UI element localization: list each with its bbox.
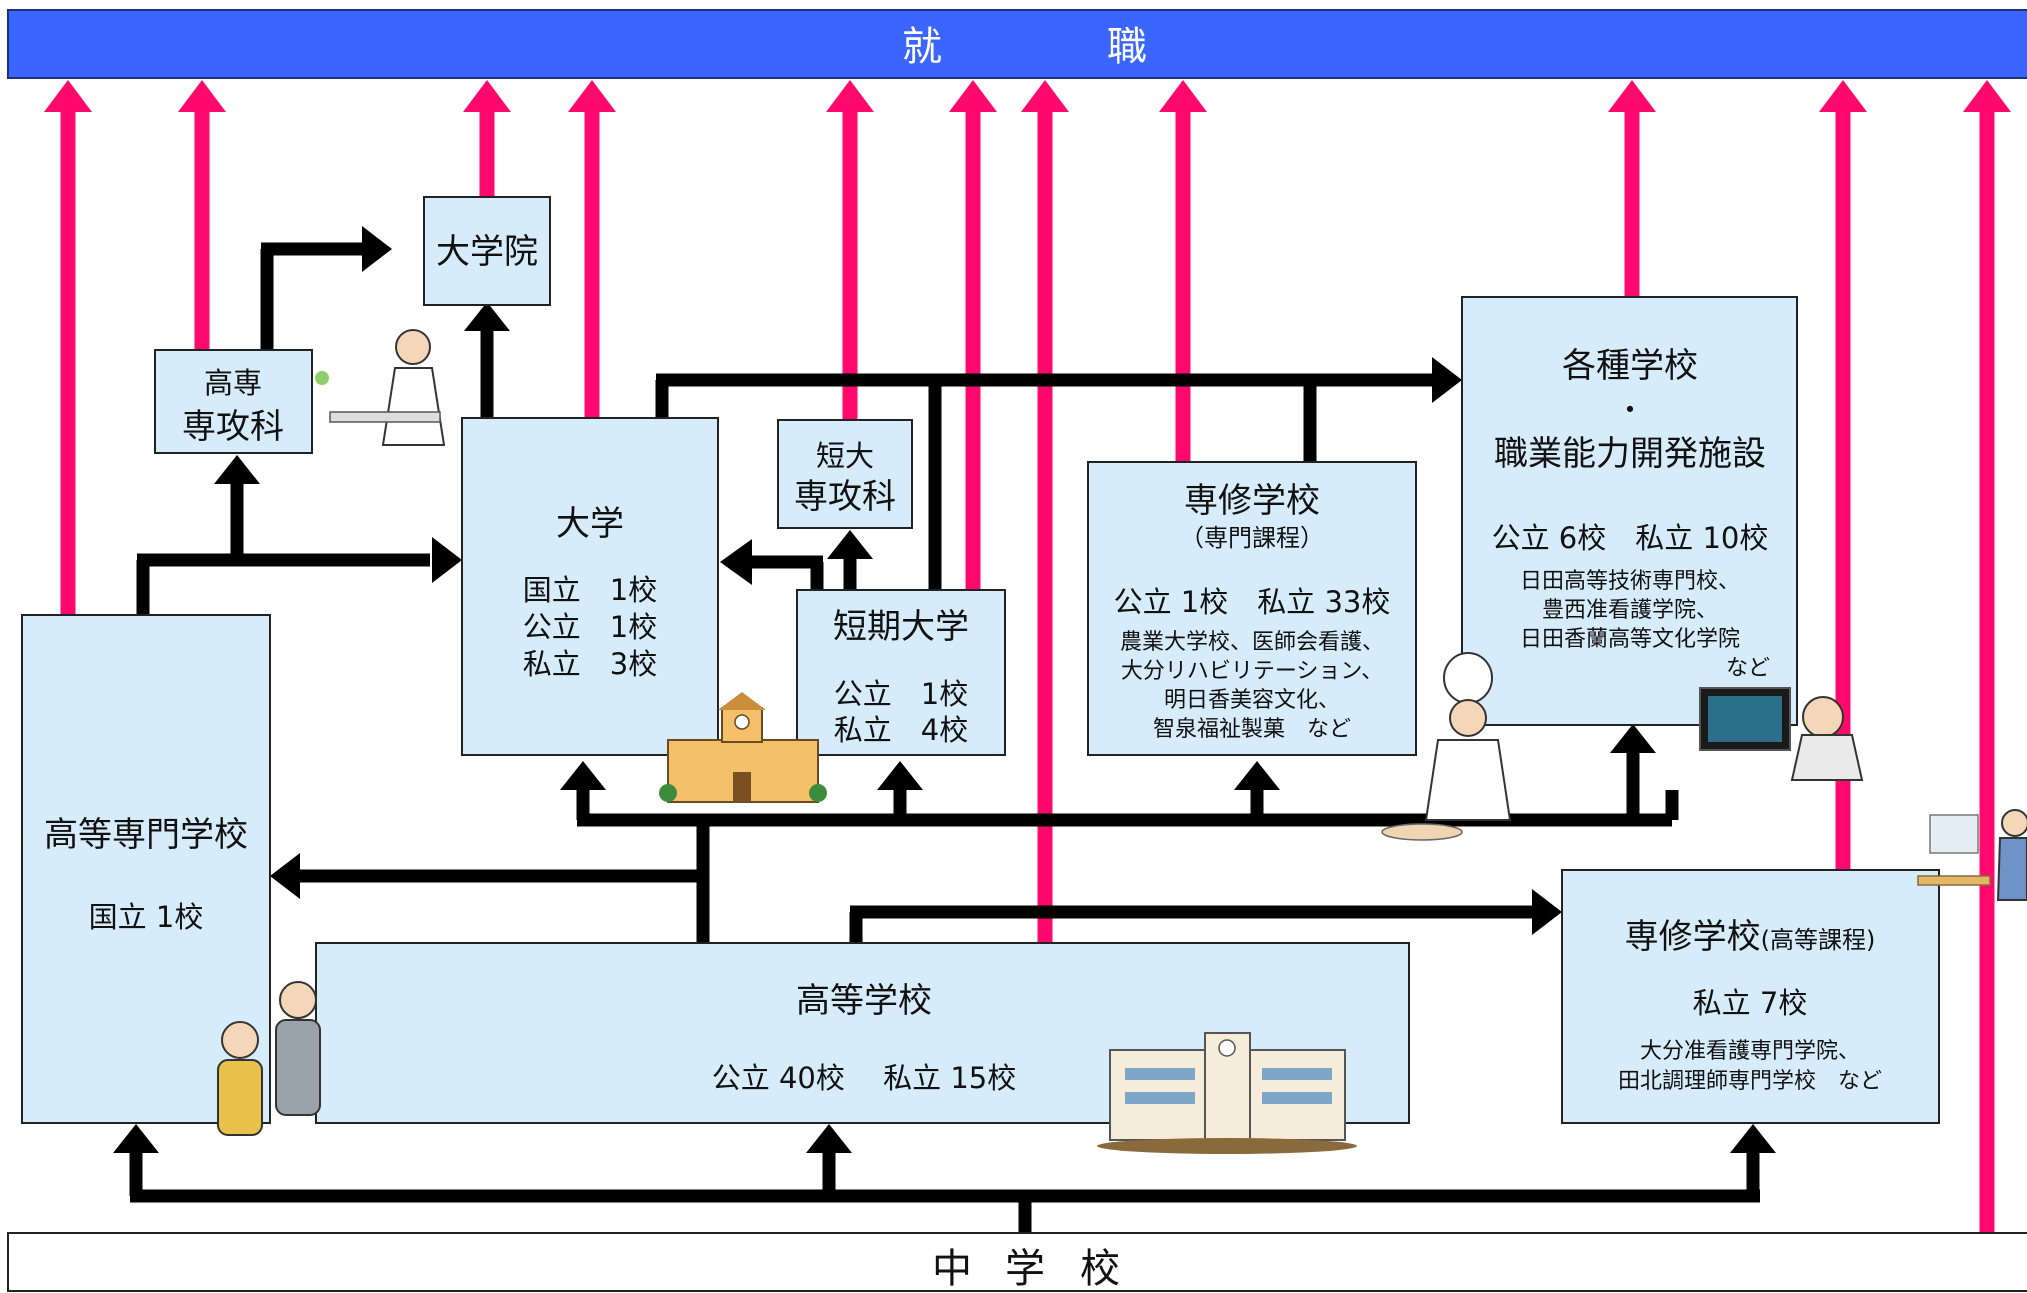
university-title: 大学 <box>556 504 624 544</box>
progression-arrow <box>850 889 1562 935</box>
progression-arrow <box>806 1124 852 1196</box>
specialized-training-college-example: 農業大学校、医師会看護、 <box>1120 630 1384 655</box>
employment-label-left: 就 <box>902 24 942 70</box>
miscellaneous-schools-example: など <box>1726 656 1770 681</box>
scientist-illustration <box>315 329 446 446</box>
junior-college-title: 短期大学 <box>833 607 969 647</box>
miscellaneous-schools-count: 公立 6校 私立 10校 <box>1492 521 1769 555</box>
graduate-school-title: 大学院 <box>436 232 538 272</box>
employment-arrow <box>949 80 997 590</box>
office-worker-illustration <box>1917 809 2027 901</box>
employment-label-right: 職 <box>1107 24 1147 70</box>
employment-arrow <box>178 80 226 350</box>
progression-arrow <box>1730 1124 1776 1196</box>
miscellaneous-schools-example: 日田香蘭高等文化学院 <box>1520 627 1740 652</box>
junior-high-char: 学 <box>1005 1246 1045 1292</box>
miscellaneous-schools-title2: 職業能力開発施設 <box>1494 434 1766 474</box>
junior-college-advanced-line1: 短大 <box>816 439 874 473</box>
kosen-advanced-line2: 専攻科 <box>182 407 284 447</box>
upper-secondary-course-example: 田北調理師専門学校 など <box>1618 1069 1882 1094</box>
employment-arrow <box>463 80 511 197</box>
employment-bar <box>7 9 2027 79</box>
specialized-training-college-subtitle: （専門課程） <box>1180 524 1324 552</box>
progression-arrow <box>1234 761 1280 820</box>
junior-college-advanced-line2: 専攻科 <box>794 477 896 517</box>
progression-arrow <box>113 1124 159 1196</box>
progression-arrow <box>464 302 510 418</box>
chef-illustration <box>1381 652 1512 841</box>
specialized-training-college-example: 明日香美容文化、 <box>1164 688 1340 713</box>
employment-arrow <box>568 80 616 418</box>
students-illustration <box>217 981 321 1136</box>
specialized-training-college-example: 大分リハビリテーション、 <box>1121 659 1383 684</box>
upper-secondary-course-box <box>1561 869 1940 1124</box>
employment-arrow <box>1021 80 1069 942</box>
kosen-advanced-line1: 高専 <box>204 366 262 400</box>
employment-arrow <box>1608 80 1656 297</box>
technical-college-title: 高等専門学校 <box>44 815 248 855</box>
employment-arrow <box>44 80 92 615</box>
technical-college-count: 国立 1校 <box>89 900 204 934</box>
kosen-advanced-box <box>154 349 313 454</box>
university-count-public: 公立 1校 <box>523 610 657 644</box>
junior-college-count-private: 私立 4校 <box>834 713 968 747</box>
upper-secondary-course-title: 専修学校(高等課程) <box>1625 917 1876 957</box>
progression-arrows <box>113 226 1776 1233</box>
upper-secondary-course-name: 専修学校 <box>1625 917 1761 957</box>
progression-arrow <box>1610 724 1656 820</box>
miscellaneous-schools-dot: ・ <box>1615 393 1644 427</box>
progression-arrow <box>270 853 703 899</box>
miscellaneous-schools-example: 豊西准看護学院、 <box>1542 598 1718 623</box>
university-box <box>461 417 719 756</box>
high-school-title: 高等学校 <box>796 981 932 1021</box>
progression-arrow <box>656 357 1462 403</box>
miscellaneous-schools-example: 日田高等技術専門校、 <box>1520 569 1740 594</box>
specialized-training-college-box <box>1087 461 1417 756</box>
upper-secondary-course-count: 私立 7校 <box>1693 986 1808 1020</box>
university-count-private: 私立 3校 <box>523 647 657 681</box>
junior-high-char: 中 <box>932 1246 972 1292</box>
progression-arrow <box>560 761 606 820</box>
high-school-count: 公立 40校 私立 15校 <box>712 1061 1016 1095</box>
junior-high-bar <box>7 1232 2027 1292</box>
progression-arrow <box>877 761 923 820</box>
upper-secondary-course-example: 大分准看護専門学院、 <box>1640 1039 1860 1064</box>
progression-arrow <box>214 455 260 560</box>
employment-arrow <box>1963 80 2011 1233</box>
employment-arrow <box>826 80 874 420</box>
junior-college-count-public: 公立 1校 <box>834 677 968 711</box>
university-building-illustration <box>659 692 827 803</box>
miscellaneous-schools-box <box>1461 296 1798 726</box>
specialized-training-college-title: 専修学校 <box>1184 481 1320 521</box>
university-count-national: 国立 1校 <box>523 573 657 607</box>
progression-arrow <box>827 530 873 590</box>
progression-arrow <box>720 539 823 585</box>
junior-college-box <box>796 589 1006 756</box>
employment-arrow <box>1159 80 1207 462</box>
high-school-building-illustration <box>1097 1032 1357 1154</box>
progression-arrow <box>137 537 462 583</box>
specialized-training-college-example: 智泉福祉製菓 など <box>1153 717 1351 742</box>
technician-illustration <box>1699 687 1864 781</box>
junior-college-advanced-box <box>777 419 913 529</box>
miscellaneous-schools-title: 各種学校 <box>1562 346 1698 386</box>
progression-arrow <box>261 226 392 272</box>
graduate-school-box <box>423 196 551 306</box>
specialized-training-college-count: 公立 1校 私立 33校 <box>1114 585 1391 619</box>
junior-high-char: 校 <box>1080 1246 1120 1292</box>
upper-secondary-course-subtitle: (高等課程) <box>1761 926 1876 954</box>
